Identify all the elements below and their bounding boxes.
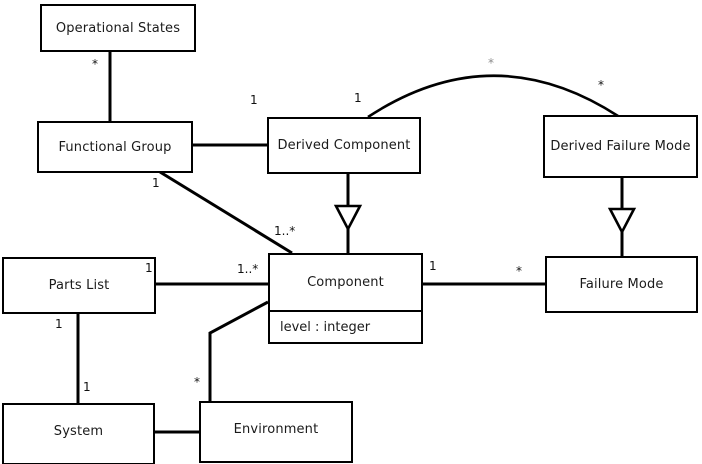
class-name-derived-failure-mode: Derived Failure Mode: [550, 139, 691, 154]
connector-functional-group-component: [159, 170, 293, 255]
multiplicity-component-right: 1: [429, 259, 437, 273]
multiplicity-parts-list-right: 1: [145, 261, 153, 275]
class-name-derived-component: Derived Component: [277, 138, 411, 153]
class-box-operational-states[interactable]: Operational States: [40, 4, 196, 52]
class-name-component: Component: [307, 275, 384, 290]
class-name-parts-list: Parts List: [48, 278, 110, 293]
multiplicity-operational-states: *: [92, 57, 98, 71]
class-box-derived-component[interactable]: Derived Component: [267, 117, 421, 174]
class-name-functional-group: Functional Group: [58, 139, 172, 155]
class-name-failure-mode: Failure Mode: [579, 277, 664, 292]
class-name-system: System: [53, 423, 104, 439]
generalization-triangle-failure-mode: [607, 207, 637, 235]
class-box-environment[interactable]: Environment: [199, 401, 353, 463]
multiplicity-system-parts-list: 1: [83, 380, 91, 394]
multiplicity-functional-group-derived-component: 1: [250, 93, 258, 107]
connector-component-environment: [208, 300, 269, 401]
class-box-failure-mode[interactable]: Failure Mode: [545, 256, 698, 313]
multiplicity-arc-apex: *: [488, 56, 494, 70]
class-name-operational-states: Operational States: [55, 20, 181, 36]
class-box-system[interactable]: System: [2, 403, 155, 464]
class-box-derived-failure-mode[interactable]: Derived Failure Mode: [543, 115, 698, 178]
multiplicity-failure-mode-left: *: [516, 264, 522, 278]
generalization-triangle-component: [333, 204, 363, 232]
multiplicity-environment-component: *: [194, 375, 200, 389]
class-box-functional-group[interactable]: Functional Group: [37, 121, 193, 173]
class-attribute-component-level: level : integer: [270, 310, 421, 342]
multiplicity-component-functional-group: 1..*: [274, 224, 296, 238]
class-box-component[interactable]: Component level : integer: [268, 253, 423, 344]
multiplicity-component-left: 1..*: [237, 262, 259, 276]
multiplicity-functional-group-component: 1: [152, 176, 160, 190]
connector-derived-component-derived-failure-mode: [367, 74, 619, 119]
multiplicity-derived-failure-mode-arc: *: [598, 78, 604, 92]
multiplicity-derived-component-arc: 1: [354, 91, 362, 105]
class-name-environment: Environment: [233, 421, 319, 437]
class-box-parts-list[interactable]: Parts List: [2, 257, 156, 314]
multiplicity-parts-list-system: 1: [55, 317, 63, 331]
